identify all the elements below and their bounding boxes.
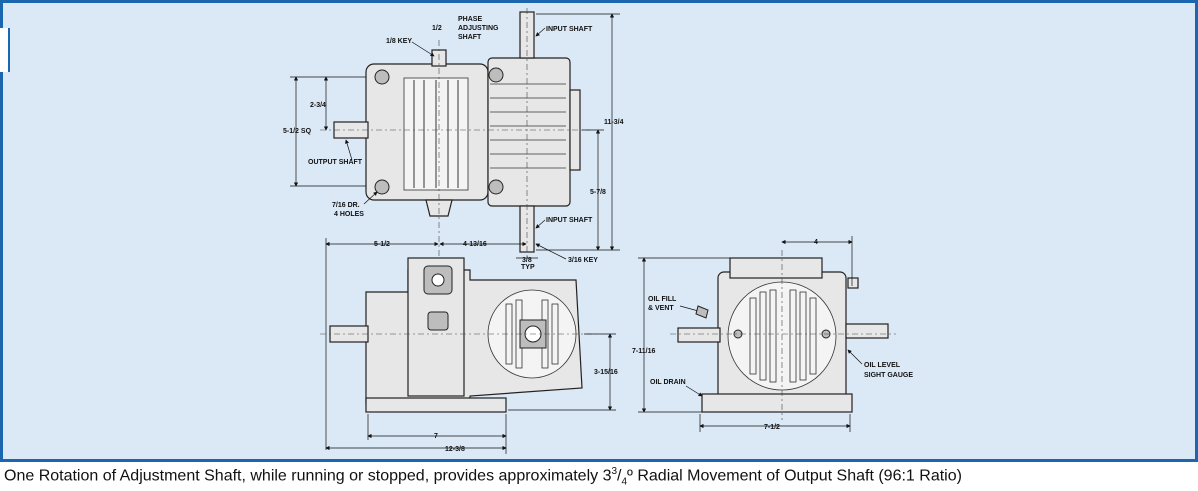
mount-hole-top-right <box>488 67 504 83</box>
dim-11-3-4-label: 11-3/4 <box>604 119 624 126</box>
caption-lead: One Rotation of Adjustment Shaft, while … <box>4 467 612 485</box>
typ-label-1: 3/8 <box>522 257 532 264</box>
dim-12-3-8-label: 12-3/8 <box>445 446 465 453</box>
oil-fill-plug <box>695 305 709 319</box>
caption: One Rotation of Adjustment Shaft, while … <box>4 466 1194 488</box>
oil-fill-label-1: OIL FILL <box>648 296 677 303</box>
dim-3-15-16-label: 3-15/16 <box>594 369 618 376</box>
key-1-8-leader <box>411 41 435 57</box>
dim-4-13-16-label: 4-13/16 <box>463 241 487 248</box>
half-dim-label: 1/2 <box>432 25 442 32</box>
top-ribs <box>490 83 566 169</box>
front-plug-hole <box>431 273 445 287</box>
oil-level-leader <box>847 349 863 365</box>
dim-2-3-4-label: 2-3/4 <box>310 102 326 109</box>
dim-5-1-2-label: 5-1/2 <box>374 241 390 248</box>
key-3-16-leader <box>535 243 567 260</box>
oil-level-label-1: OIL LEVEL <box>864 362 901 369</box>
output-shaft-leader <box>344 139 353 161</box>
output-shaft-label: OUTPUT SHAFT <box>308 159 363 166</box>
input-shaft-top-label: INPUT SHAFT <box>546 26 593 33</box>
gearbox-drawing: PHASE ADJUSTING SHAFT 1/2 1/8 KEY INPUT … <box>283 8 913 454</box>
panel-tab <box>0 28 10 72</box>
side-base <box>701 393 853 413</box>
phase-adjusting-label-1: PHASE <box>458 16 482 23</box>
side-right-shaft <box>845 323 889 339</box>
input-shaft-top-leader <box>535 27 546 37</box>
key-3-16-label: 3/16 KEY <box>568 257 598 264</box>
side-top-cap <box>729 257 823 279</box>
dim-5-7-8-label: 5-7/8 <box>590 189 606 196</box>
side-left-shaft <box>677 327 721 343</box>
phase-adjusting-label-3: SHAFT <box>458 34 482 41</box>
mount-hole-bottom-left <box>374 179 390 195</box>
oil-drain-leader <box>685 385 703 397</box>
caption-frac-slash: / <box>617 467 622 485</box>
dim-5-1-2-sq-label: 5-1/2 SQ <box>283 128 312 135</box>
key-1-8-label: 1/8 KEY <box>386 38 412 45</box>
front-base <box>365 397 507 413</box>
oil-level-label-2: SIGHT GAUGE <box>864 372 913 379</box>
side-disk-grille <box>749 289 817 383</box>
oil-drain-label: OIL DRAIN <box>650 379 686 386</box>
mount-hole-bottom-right <box>488 179 504 195</box>
holes-label-2: 4 HOLES <box>334 211 364 218</box>
input-shaft-bottom-leader <box>535 219 546 229</box>
dim-4-label: 4 <box>814 239 818 246</box>
phase-adjusting-label-2: ADJUSTING <box>458 25 499 32</box>
side-top-stub <box>847 277 859 289</box>
holes-label-1: 7/16 DR. <box>332 202 360 209</box>
typ-label-2: TYP <box>521 264 535 271</box>
top-fins <box>413 80 459 188</box>
input-shaft-bottom-label: INPUT SHAFT <box>546 217 593 224</box>
top-view: PHASE ADJUSTING SHAFT 1/2 1/8 KEY INPUT … <box>283 8 624 450</box>
mount-hole-top-left <box>374 69 390 85</box>
side-view: 4 OIL FILL & VENT 7-11/16 OIL LEVEL SIGH… <box>632 236 913 432</box>
dim-7-11-16-label: 7-11/16 <box>632 348 655 355</box>
front-plug-mid <box>427 311 449 331</box>
oil-fill-label-2: & VENT <box>648 305 674 312</box>
holes-leader <box>363 191 378 205</box>
dim-7-label: 7 <box>434 433 438 440</box>
caption-frac-den: 4 <box>621 476 628 488</box>
caption-frac-num: 3 <box>611 466 618 477</box>
caption-tail: º Radial Movement of Output Shaft (96:1 … <box>627 467 962 485</box>
dim-7-1-2-label: 7-1/2 <box>764 424 780 431</box>
front-view: 3-15/16 7 12-3/8 <box>320 257 618 454</box>
